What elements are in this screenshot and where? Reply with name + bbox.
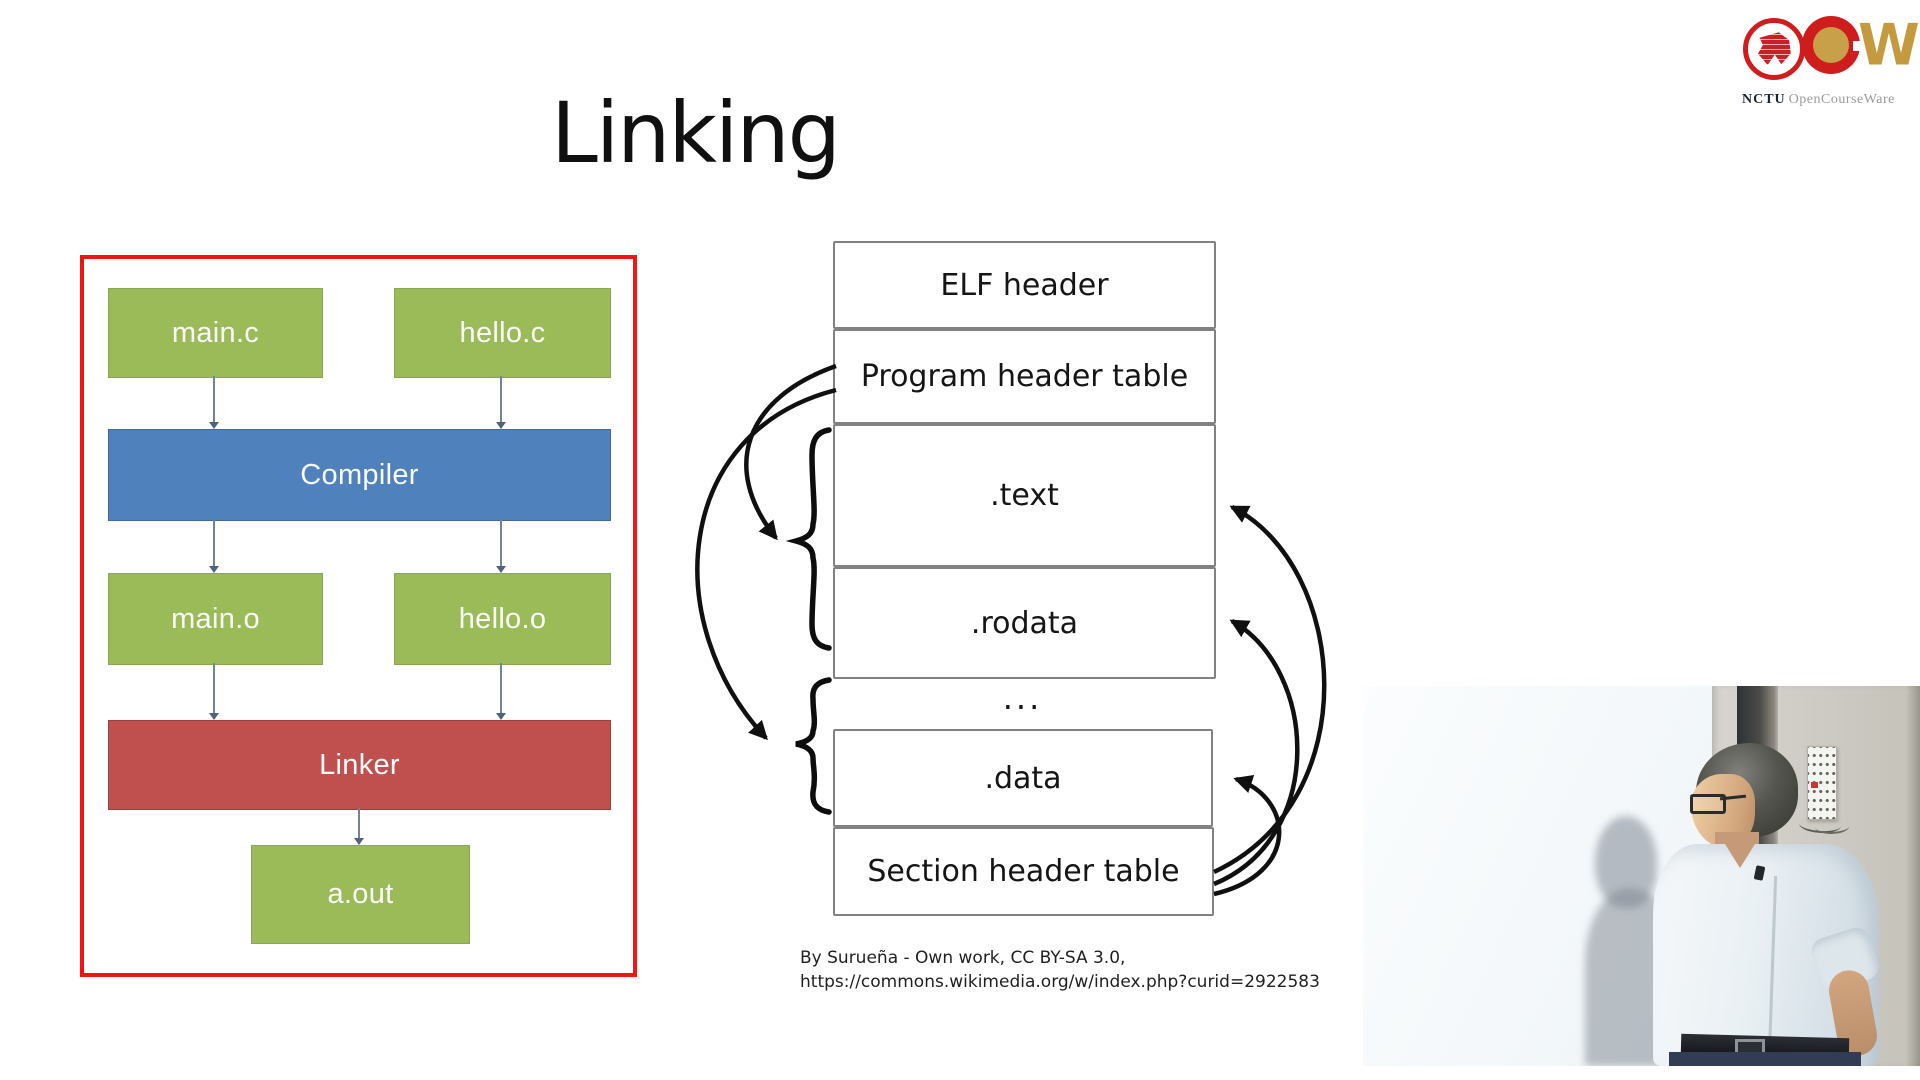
ocw-c-notch-icon: [1853, 41, 1863, 51]
curved-arrow-icon: [1213, 504, 1327, 875]
ocw-w-mark: W: [1858, 12, 1920, 79]
box-main-o: main.o: [108, 573, 323, 665]
down-arrow-icon: [496, 519, 506, 573]
curved-arrow-icon: [744, 363, 837, 541]
lecturer-glasses-icon: [1690, 794, 1726, 814]
lecturer-jeans: [1669, 1052, 1861, 1066]
attribution: By Surueña - Own work, CC BY-SA 3.0, htt…: [800, 946, 1320, 994]
compile-pipeline-frame: [80, 255, 637, 977]
logo-nctu-text: NCTU: [1742, 92, 1786, 107]
elf-header-box: ELF header: [833, 241, 1216, 329]
box-compiler: Compiler: [108, 429, 611, 521]
curved-arrow-icon: [695, 387, 837, 741]
logo-ocw-text: OpenCourseWare: [1788, 92, 1895, 107]
brace-icon: [795, 677, 832, 815]
curved-arrow-icon: [1213, 619, 1300, 887]
nctu-seal-emblem-icon: [1758, 32, 1791, 65]
slide-title: Linking: [551, 84, 841, 182]
program-header-table-box: Program header table: [833, 329, 1216, 424]
box-main-c: main.c: [108, 288, 323, 378]
down-arrow-icon: [209, 519, 219, 573]
box-a-out: a.out: [251, 845, 470, 944]
nctu-seal-icon: [1743, 18, 1805, 80]
curved-arrow-icon: [1213, 775, 1282, 897]
video-right-edge-shade: [1906, 686, 1920, 1066]
down-arrow-icon: [209, 376, 219, 429]
brace-icon: [785, 427, 832, 651]
down-arrow-icon: [496, 376, 506, 429]
box-hello-c: hello.c: [394, 288, 611, 378]
text-section-box: .text: [833, 424, 1216, 567]
rodata-section-box: .rodata: [833, 567, 1216, 679]
ocw-c-icon: [1802, 16, 1863, 74]
lecturer-video-overlay: [1363, 686, 1920, 1066]
section-header-table-box: Section header table: [833, 827, 1214, 916]
attribution-line-1: By Surueña - Own work, CC BY-SA 3.0,: [800, 948, 1126, 968]
box-hello-o: hello.o: [394, 573, 611, 665]
attribution-line-2: https://commons.wikimedia.org/w/index.ph…: [800, 972, 1320, 992]
box-linker: Linker: [108, 720, 611, 810]
down-arrow-icon: [496, 663, 506, 720]
down-arrow-icon: [209, 663, 219, 720]
ellipsis-label: ...: [1002, 679, 1043, 717]
keypad-red-button-icon: [1811, 782, 1818, 788]
ocw-c-gold-disc-icon: [1813, 27, 1849, 63]
data-section-box: .data: [833, 729, 1213, 827]
down-arrow-icon: [354, 808, 364, 845]
